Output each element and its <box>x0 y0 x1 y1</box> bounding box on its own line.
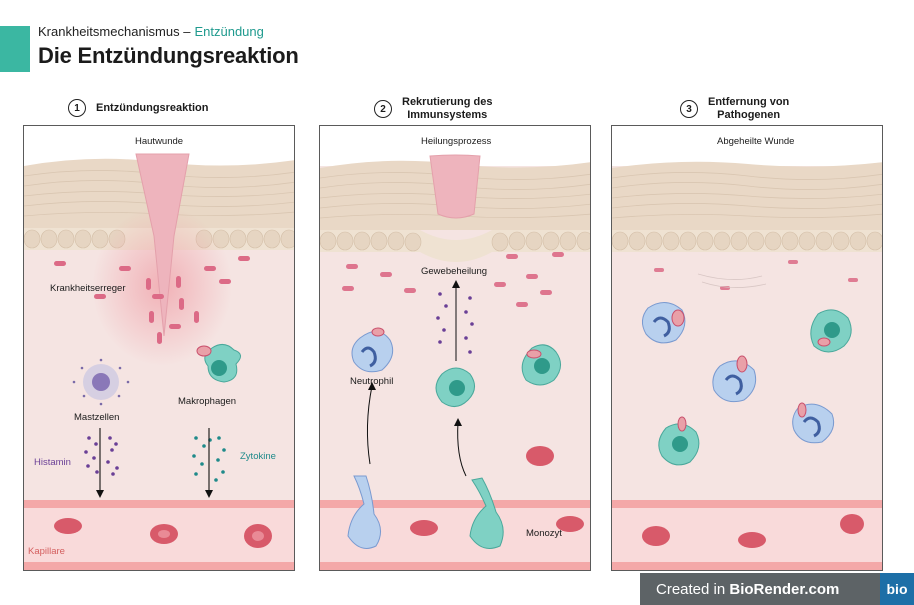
biorender-credit[interactable]: Created in BioRender.com bio <box>640 573 914 605</box>
step-number: 3 <box>680 100 698 118</box>
header-accent-bar <box>0 26 30 72</box>
panel-pathogen-removal: Abgeheilte Wunde <box>611 125 883 571</box>
label-neutrophil: Neutrophil <box>350 376 394 387</box>
panel-illustration <box>320 126 590 570</box>
panel-immune-recruitment: Heilungsprozess Gewebeheilung Neutrophil… <box>319 125 591 571</box>
step-number: 1 <box>68 99 86 117</box>
label-monocyte: Monozyt <box>526 528 562 539</box>
caption-skin-wound: Hautwunde <box>135 136 184 147</box>
page-title: Die Entzündungsreaktion <box>38 43 299 68</box>
label-mast-cells: Mastzellen <box>74 412 120 423</box>
caption-healing-process: Heilungsprozess <box>421 136 492 147</box>
step-label: Entzündungsreaktion <box>96 101 209 114</box>
breadcrumb-text: Krankheitsmechanismus – <box>38 24 191 39</box>
label-pathogen: Krankheitserreger <box>50 283 126 294</box>
step-1: 1 Entzündungsreaktion <box>68 99 208 117</box>
label-cytokines: Zytokine <box>240 451 276 462</box>
label-capillary: Kapillare <box>28 546 65 557</box>
breadcrumb: Krankheitsmechanismus –Entzündung <box>38 24 299 39</box>
credit-text: Created in BioRender.com <box>656 580 840 598</box>
biorender-logo: bio <box>880 573 914 605</box>
label-macrophages: Makrophagen <box>178 396 237 407</box>
breadcrumb-accent: Entzündung <box>194 24 264 39</box>
step-number: 2 <box>374 100 392 118</box>
caption-healed-wound: Abgeheilte Wunde <box>717 136 795 147</box>
header: Krankheitsmechanismus –Entzündung Die En… <box>38 24 299 69</box>
panel-illustration <box>612 126 882 570</box>
label-histamine: Histamin <box>34 457 71 468</box>
label-tissue-healing: Gewebeheilung <box>421 266 488 277</box>
panel-illustration <box>24 126 294 570</box>
panel-inflammation: Hautwunde Krankheitserreger Mastzellen M… <box>23 125 295 571</box>
